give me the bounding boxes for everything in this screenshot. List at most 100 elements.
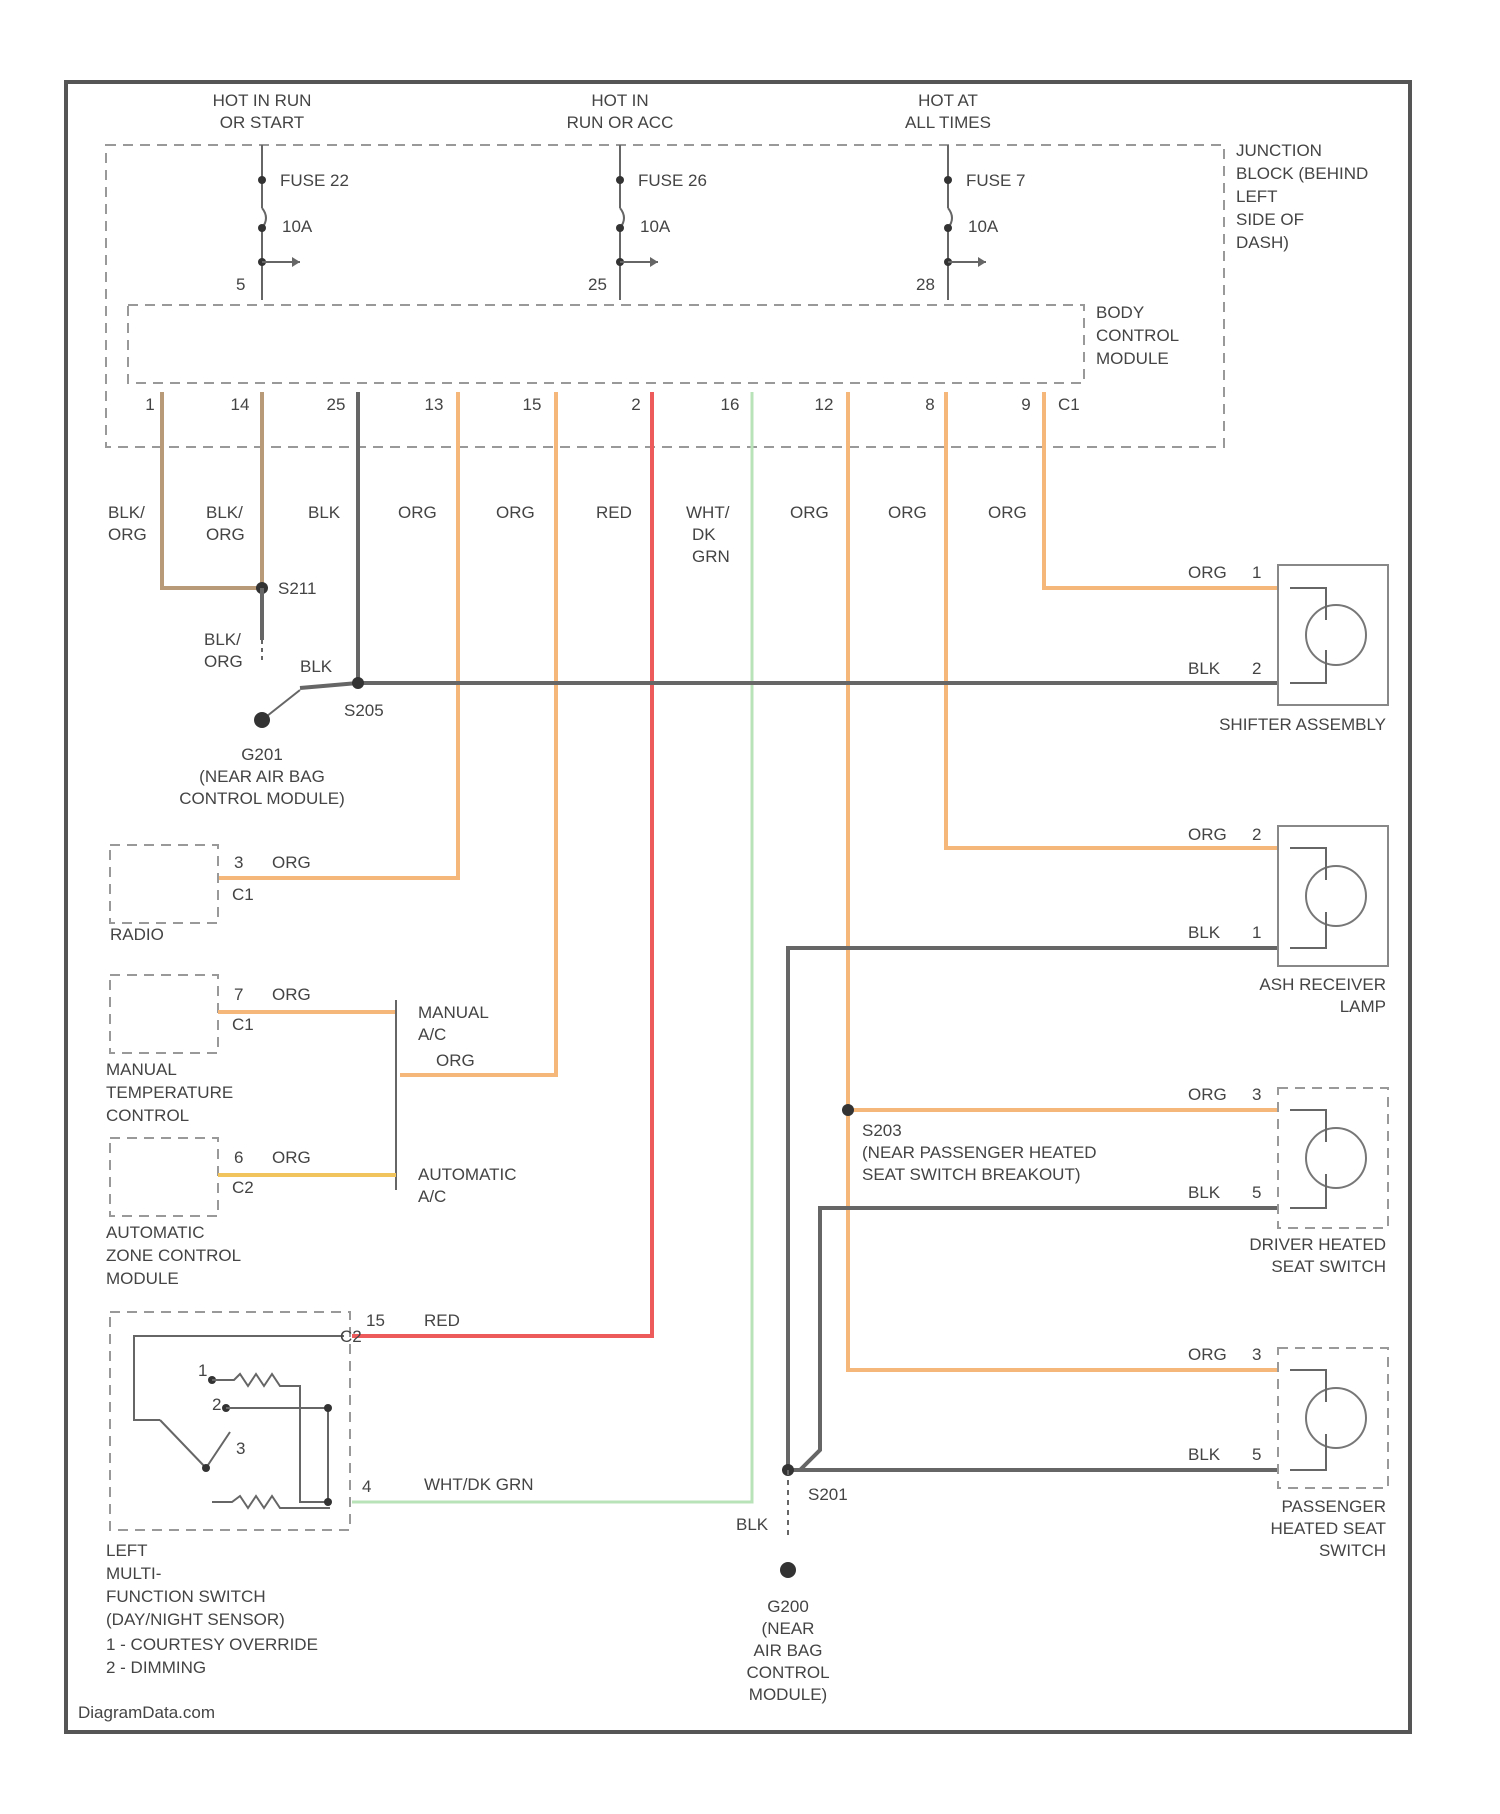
- fuse-pin: 28: [916, 275, 935, 294]
- ground-bottom-wire: BLK: [736, 1515, 769, 1534]
- feed-1: HOT IN RUN OR START: [213, 91, 312, 132]
- svg-text:JUNCTION: JUNCTION: [1236, 141, 1322, 160]
- driver-wire-b: BLK: [1188, 1183, 1221, 1202]
- wire-label: ORG: [888, 503, 927, 522]
- switch-name-line: FUNCTION SWITCH: [106, 1587, 266, 1606]
- ground-desc: (NEAR: [762, 1619, 815, 1638]
- radio-pin: 3: [234, 853, 243, 872]
- svg-text:LEFT: LEFT: [1236, 187, 1278, 206]
- driver-wire-a: ORG: [1188, 1085, 1227, 1104]
- bcm-pin: 8: [925, 395, 934, 414]
- passenger-pin-a: 3: [1252, 1345, 1261, 1364]
- manual-temp-conn: C1: [232, 1015, 254, 1034]
- driver-pin-a: 3: [1252, 1085, 1261, 1104]
- fuse-pin: 5: [236, 275, 245, 294]
- shifter-pin-a: 1: [1252, 563, 1261, 582]
- body-control-module-label: BODY CONTROL MODULE: [1096, 303, 1179, 368]
- shifter-label: SHIFTER ASSEMBLY: [1219, 715, 1386, 734]
- auto-ac-label: A/C: [418, 1187, 446, 1206]
- wire-blk-org-1: [162, 392, 262, 588]
- shifter-pin-b: 2: [1252, 659, 1261, 678]
- svg-text:CONTROL: CONTROL: [1096, 326, 1179, 345]
- fuse-name: FUSE 7: [966, 171, 1026, 190]
- shifter-wire-a: ORG: [1188, 563, 1227, 582]
- svg-text:SIDE OF: SIDE OF: [1236, 210, 1304, 229]
- feed-label-line2: ALL TIMES: [905, 113, 991, 132]
- svg-text:DASH): DASH): [1236, 233, 1289, 252]
- bcm-pin: 1: [145, 395, 154, 414]
- wire-label: ORG: [206, 525, 245, 544]
- hvac-branch-wire: ORG: [436, 1051, 475, 1070]
- wire-label: WHT/: [686, 503, 730, 522]
- wire-label: BLK/: [206, 503, 243, 522]
- splice-s203: [842, 1104, 854, 1116]
- ash-pin-b: 1: [1252, 923, 1261, 942]
- feed-label-line2: OR START: [220, 113, 304, 132]
- switch-red-wire: RED: [424, 1311, 460, 1330]
- bcm-pin: 12: [815, 395, 834, 414]
- switch-red-conn: C2: [340, 1327, 362, 1346]
- driver-heated-seat-switch: ORG 3 BLK 5 DRIVER HEATED SEAT SWITCH: [1188, 1085, 1388, 1276]
- feed-label-line1: HOT IN RUN: [213, 91, 312, 110]
- driver-pin-b: 5: [1252, 1183, 1261, 1202]
- lamp-icon: [1306, 605, 1366, 665]
- ground-wire-label: ORG: [204, 652, 243, 671]
- passenger-label: SWITCH: [1319, 1541, 1386, 1560]
- svg-text:BLOCK (BEHIND: BLOCK (BEHIND: [1236, 164, 1368, 183]
- wire-label: ORG: [398, 503, 437, 522]
- wire-red: [352, 392, 652, 1336]
- splice-desc: SEAT SWITCH BREAKOUT): [862, 1165, 1081, 1184]
- ground-desc: CONTROL MODULE): [179, 789, 345, 808]
- manual-ac-label: MANUAL: [418, 1003, 489, 1022]
- wire-org-hvac: [426, 392, 556, 1075]
- feed-3: HOT AT ALL TIMES: [905, 91, 991, 132]
- switch-inner-num: 2: [212, 1395, 221, 1414]
- ash-wire-a: ORG: [1188, 825, 1227, 844]
- body-control-module-box: [128, 305, 1084, 383]
- switch-name-line: MULTI-: [106, 1564, 161, 1583]
- auto-ac-label: AUTOMATIC: [418, 1165, 517, 1184]
- splice-label: S201: [808, 1485, 848, 1504]
- wire-org-seats: [848, 392, 1278, 1370]
- switch-legend: 1 - COURTESY OVERRIDE: [106, 1635, 318, 1654]
- lamp-icon: [1306, 866, 1366, 926]
- fuse-name: FUSE 22: [280, 171, 349, 190]
- driver-label: DRIVER HEATED: [1249, 1235, 1386, 1254]
- ground-g201: [254, 712, 270, 728]
- switch-red-pin: 15: [366, 1311, 385, 1330]
- auto-zone-label: AUTOMATIC ZONE CONTROL MODULE: [106, 1223, 241, 1288]
- feed-label-line2: RUN OR ACC: [567, 113, 674, 132]
- switch-inner-num: 3: [236, 1439, 245, 1458]
- svg-text:MODULE: MODULE: [1096, 349, 1169, 368]
- bcm-pin: 13: [425, 395, 444, 414]
- wire-blk-shifter: [300, 683, 1278, 688]
- manual-temp-box: [110, 975, 218, 1053]
- manual-temp-pin: 7: [234, 985, 243, 1004]
- auto-zone-wire: ORG: [272, 1148, 311, 1167]
- svg-text:ZONE CONTROL: ZONE CONTROL: [106, 1246, 241, 1265]
- wire-label: GRN: [692, 547, 730, 566]
- auto-zone-box: [110, 1138, 218, 1216]
- ground-desc: (NEAR AIR BAG: [199, 767, 325, 786]
- wire-color-labels: BLK/ ORG BLK/ ORG BLK ORG ORG RED WHT/ D…: [108, 503, 1027, 566]
- splice-label: S205: [344, 701, 384, 720]
- svg-text:BODY: BODY: [1096, 303, 1144, 322]
- ash-receiver-lamp: ORG 2 BLK 1 ASH RECEIVER LAMP: [1188, 825, 1388, 1016]
- ash-pin-a: 2: [1252, 825, 1261, 844]
- svg-text:MODULE: MODULE: [106, 1269, 179, 1288]
- feed-2: HOT IN RUN OR ACC: [567, 91, 674, 132]
- junction-block-box: [106, 145, 1224, 447]
- wire-label: ORG: [988, 503, 1027, 522]
- ash-label: LAMP: [1340, 997, 1386, 1016]
- fuse-amps: 10A: [640, 217, 671, 236]
- ground-desc: CONTROL: [746, 1663, 829, 1682]
- fuse-pin: 25: [588, 275, 607, 294]
- splice-desc: (NEAR PASSENGER HEATED: [862, 1143, 1097, 1162]
- svg-text:AUTOMATIC: AUTOMATIC: [106, 1223, 205, 1242]
- auto-zone-pin: 6: [234, 1148, 243, 1167]
- bcm-pins: 1 14 25 13 15 2 16 12 8 9 C1: [145, 395, 1079, 414]
- bcm-pin: 14: [231, 395, 250, 414]
- radio-box: [110, 845, 218, 923]
- fuse-26: FUSE 26 10A 25: [588, 145, 707, 300]
